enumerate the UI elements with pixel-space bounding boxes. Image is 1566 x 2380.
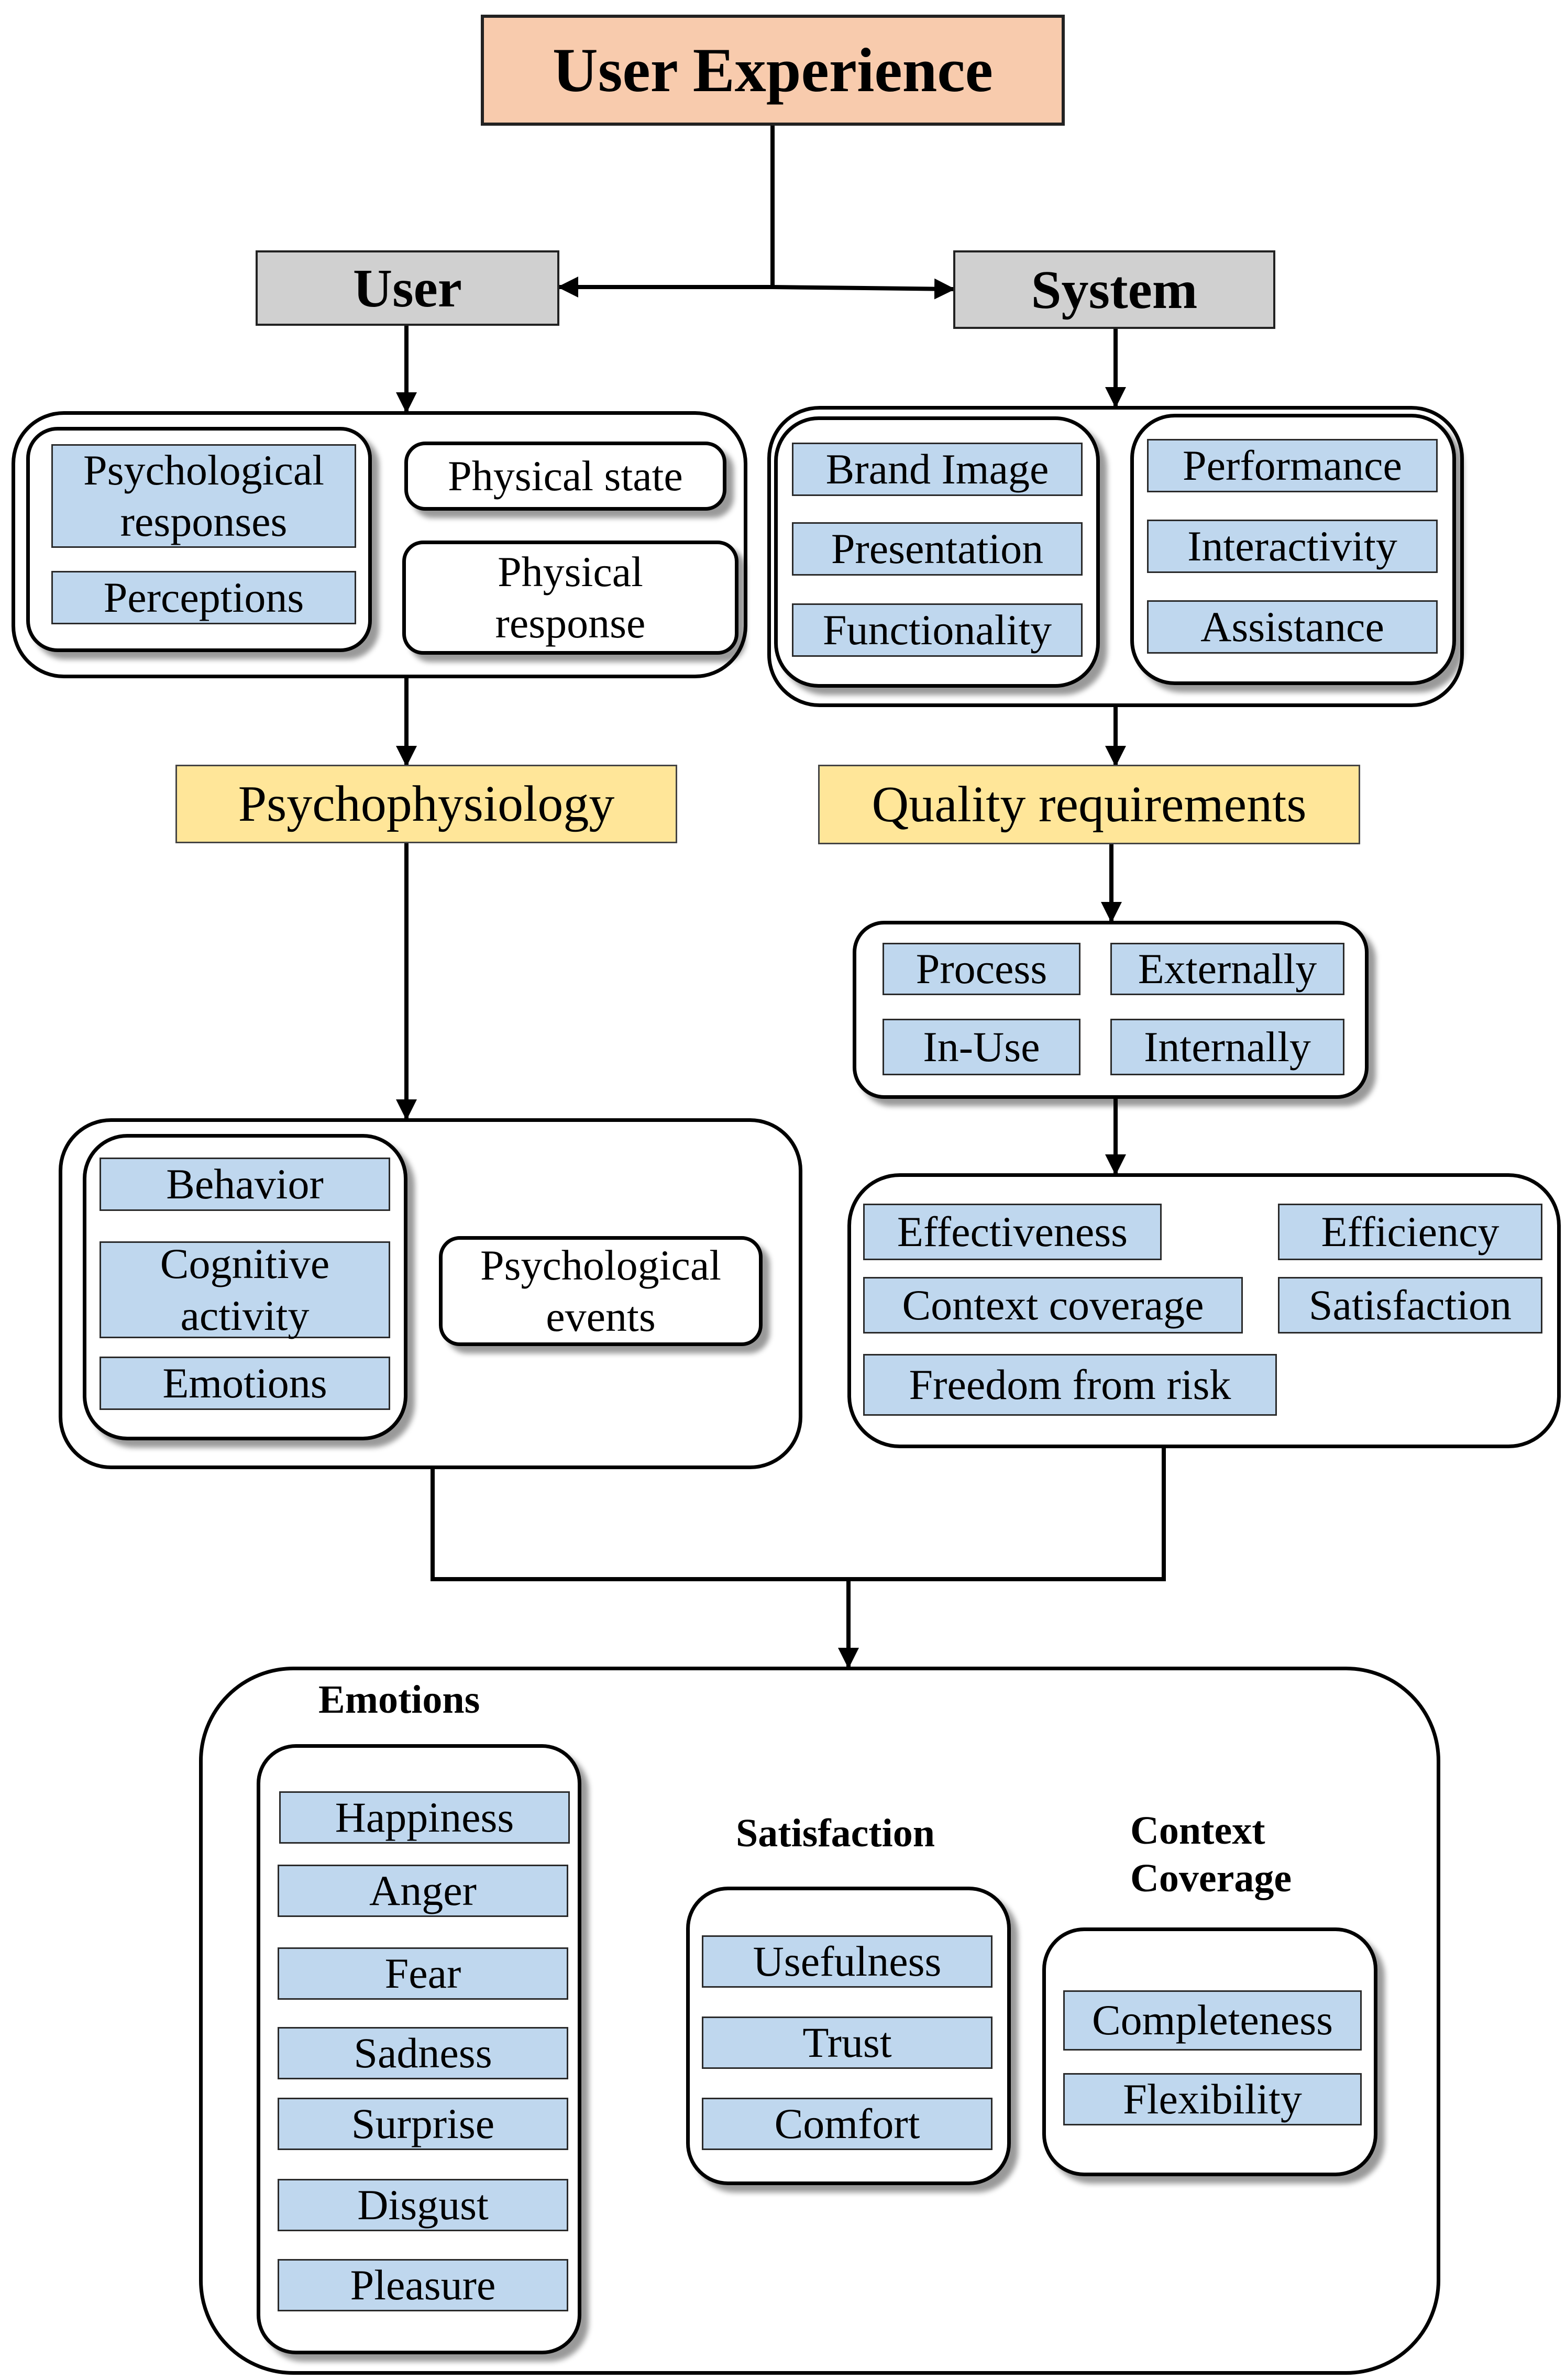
context-coverage-group bbox=[1042, 1927, 1377, 2176]
satisfaction-item: Comfort bbox=[702, 2098, 992, 2150]
satisfaction-box: Satisfaction bbox=[1278, 1277, 1542, 1334]
context-coverage-title: Context Coverage bbox=[1130, 1809, 1292, 1901]
psychophysiology-node: Psychophysiology bbox=[175, 765, 677, 843]
emotion-item: Disgust bbox=[278, 2179, 568, 2231]
context-coverage-box: Context coverage bbox=[863, 1277, 1243, 1334]
system-node: System bbox=[953, 250, 1275, 329]
cognitive-activity-box: Cognitive activity bbox=[100, 1240, 390, 1339]
freedom-from-risk-box: Freedom from risk bbox=[863, 1354, 1277, 1416]
emotion-item: Sadness bbox=[278, 2027, 568, 2079]
emotion-item: Pleasure bbox=[278, 2259, 568, 2311]
emotions-box: Emotions bbox=[100, 1357, 390, 1410]
efficiency-box: Efficiency bbox=[1278, 1204, 1542, 1260]
merge-lines bbox=[431, 1448, 1166, 1581]
satisfaction-item: Usefulness bbox=[702, 1935, 992, 1988]
internally-box: Internally bbox=[1110, 1019, 1344, 1075]
externally-box: Externally bbox=[1110, 943, 1344, 995]
root-node: User Experience bbox=[481, 15, 1065, 126]
emotion-item: Happiness bbox=[279, 1791, 570, 1844]
emotion-item: Anger bbox=[278, 1865, 568, 1917]
satisfaction-title: Satisfaction bbox=[736, 1811, 935, 1855]
presentation-box: Presentation bbox=[792, 522, 1083, 576]
brand-image-box: Brand Image bbox=[792, 443, 1083, 496]
performance-box: Performance bbox=[1147, 439, 1438, 492]
psychological-events-box: Psychological events bbox=[439, 1236, 763, 1346]
emotion-item: Surprise bbox=[278, 2098, 568, 2150]
context-item: Completeness bbox=[1063, 1990, 1362, 2051]
assistance-box: Assistance bbox=[1147, 600, 1438, 654]
quality-requirements-node: Quality requirements bbox=[818, 765, 1360, 844]
behavior-box: Behavior bbox=[100, 1158, 390, 1211]
interactivity-box: Interactivity bbox=[1147, 520, 1438, 573]
physical-response-box: Physical response bbox=[402, 541, 738, 655]
psychological-responses-box: Psychological responses bbox=[51, 444, 356, 548]
user-node: User bbox=[256, 250, 559, 326]
satisfaction-item: Trust bbox=[702, 2017, 992, 2069]
in-use-box: In-Use bbox=[883, 1019, 1080, 1075]
emotions-title: Emotions bbox=[318, 1678, 480, 1722]
perceptions-box: Perceptions bbox=[51, 571, 356, 624]
process-box: Process bbox=[883, 943, 1080, 995]
functionality-box: Functionality bbox=[792, 603, 1083, 657]
arrow-to-system bbox=[772, 278, 955, 300]
effectiveness-box: Effectiveness bbox=[863, 1204, 1162, 1260]
emotion-item: Fear bbox=[278, 1947, 568, 2000]
physical-state-box: Physical state bbox=[404, 442, 726, 511]
context-item: Flexibility bbox=[1063, 2073, 1362, 2125]
